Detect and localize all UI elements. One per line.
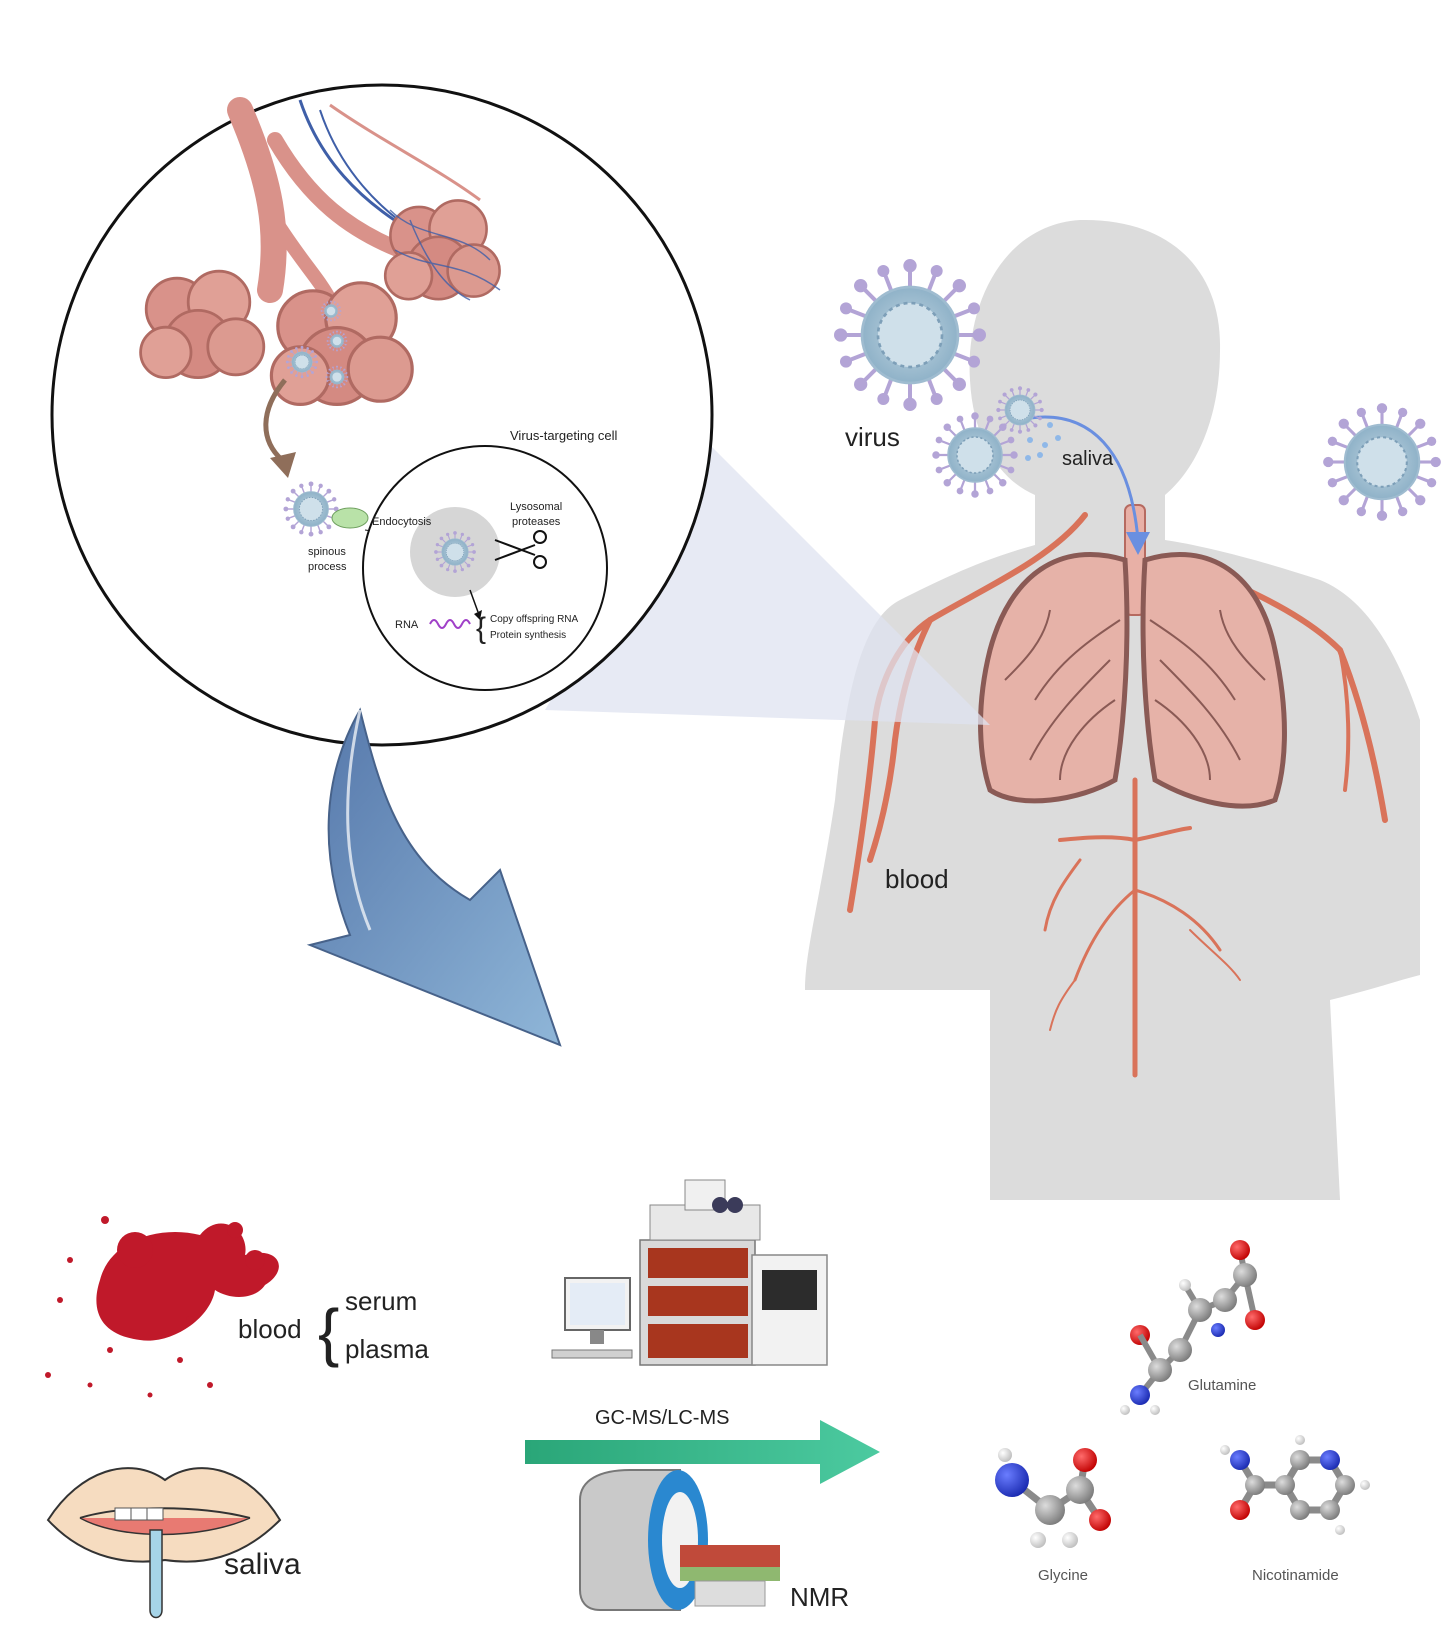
mri-scanner-icon — [579, 1469, 780, 1611]
copy-offspring-rna-label: Copy offspring RNA — [490, 614, 579, 625]
saliva-label: saliva — [1062, 448, 1114, 470]
analysis-arrow — [525, 1420, 880, 1484]
glycine-molecule-icon — [995, 1448, 1111, 1548]
blood-label: blood — [885, 864, 949, 894]
virus-icon — [282, 480, 340, 538]
flow-arrow-icon — [306, 707, 562, 1047]
virus-targeting-cell-label: Virus-targeting cell — [510, 428, 618, 443]
virus-icon — [995, 385, 1045, 435]
virus-icon — [433, 530, 477, 574]
serum-label: serum — [345, 1286, 417, 1316]
lysosomal-label-1: Lysosomal — [510, 501, 562, 513]
glutamine-label: Glutamine — [1188, 1377, 1256, 1394]
protein-synthesis-label: Protein synthesis — [490, 630, 566, 641]
virus-icon — [325, 365, 349, 389]
nmr-label: NMR — [790, 1582, 849, 1612]
virus-icon — [320, 300, 342, 322]
virus-icon — [1321, 401, 1443, 523]
rna-label: RNA — [395, 619, 419, 631]
plasma-label: plasma — [345, 1334, 429, 1364]
glutamine-molecule-icon — [1120, 1240, 1265, 1415]
alveoli-icon — [383, 199, 501, 301]
nicotinamide-label: Nicotinamide — [1252, 1567, 1339, 1584]
virus-icon — [285, 345, 319, 379]
saliva-flow-arrow — [1025, 415, 1150, 555]
lips-icon — [46, 1467, 282, 1619]
blood-sample-label: blood — [238, 1314, 302, 1344]
brace-glyph: { — [318, 1296, 339, 1368]
glycine-label: Glycine — [1038, 1567, 1088, 1584]
endocytosis-label: Endocytosis — [372, 516, 432, 528]
nicotinamide-molecule-icon — [1220, 1435, 1370, 1535]
virus-icon — [832, 257, 988, 413]
alveoli-zoom-circle: spinous process Virus-targeting cell End… — [50, 83, 714, 747]
spinous-process-label-2: process — [308, 561, 347, 573]
blood-splatter-icon — [45, 1216, 279, 1398]
brace-glyph: { — [476, 612, 486, 645]
computer-icon — [551, 1277, 633, 1359]
saliva-sample-label: saliva — [224, 1548, 301, 1581]
spinous-process-label-1: spinous — [308, 546, 346, 558]
virus-label: virus — [845, 422, 900, 452]
virus-icon — [326, 330, 348, 352]
mass-spectrometer-icon — [639, 1179, 828, 1366]
alveoli-icon — [139, 269, 266, 380]
scissors-icon — [494, 530, 547, 569]
zoom-cone — [545, 440, 990, 725]
gc-ms-lc-ms-label: GC-MS/LC-MS — [595, 1407, 729, 1429]
lysosomal-label-2: proteases — [512, 516, 561, 528]
